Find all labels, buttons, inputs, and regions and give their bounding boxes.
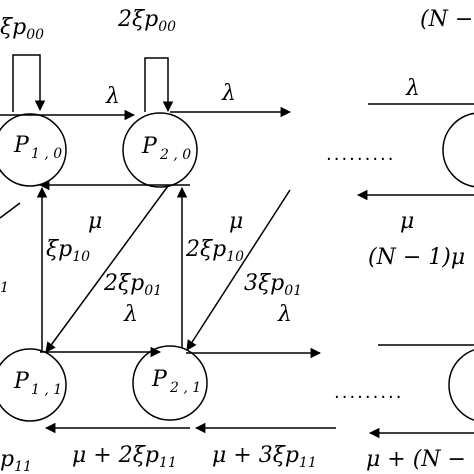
label-mu-right: μ (400, 209, 414, 234)
state-p10: P 1 , 0 (0, 113, 67, 187)
label-mu-plus-3xi-p11: μ + 3ξp11 (212, 443, 317, 471)
label-2xi-p01: 2ξp01 (103, 271, 162, 299)
label-3xi-p01: 3ξp01 (244, 271, 302, 299)
state-p11-sub: 1 , 1 (31, 382, 62, 398)
label-2xi-p00: 2ξp00 (117, 7, 176, 35)
label-lambda-top-1: λ (105, 84, 120, 109)
label-left-edge-partial: 1 (0, 280, 9, 296)
arrow-diagonal-p20-p11 (45, 185, 169, 353)
state-p11: P 1 , 1 (0, 348, 67, 422)
label-mu-mid-1: μ (88, 209, 102, 234)
ellipsis-bottom: ......... (334, 382, 404, 403)
state-p21-sub: 2 , 1 (169, 380, 201, 396)
state-p10-letter: P (13, 133, 30, 158)
state-p20: P 2 , 0 (122, 112, 198, 188)
state-p21: P 2 , 1 (132, 345, 208, 421)
state-p20-sub: 2 , 0 (159, 147, 191, 163)
label-lambda-top-right: λ (405, 76, 420, 101)
label-lambda-mid-1: λ (123, 302, 138, 327)
state-p21-letter: P (151, 367, 168, 392)
label-xi-p10: ξp10 (46, 237, 90, 265)
label-mu-plus-n-partial: μ + (N − (366, 447, 466, 472)
label-2xi-p10: 2ξp10 (185, 237, 244, 265)
self-loop-p20 (144, 57, 174, 113)
self-loop-p10 (12, 54, 46, 112)
state-partial-right-bottom (448, 349, 474, 421)
partial-left-diagonal (0, 202, 21, 219)
state-partial-right-top (442, 112, 474, 188)
state-p11-letter: P (13, 369, 30, 394)
label-bottom-left-partial: p11 (0, 447, 32, 474)
state-p20-letter: P (141, 134, 158, 159)
state-p10-sub: 1 , 0 (31, 146, 62, 162)
arrow-diagonal-right-p21 (186, 189, 291, 351)
label-mu-plus-2xi-p11: μ + 2ξp11 (72, 443, 177, 471)
label-lambda-top-2: λ (221, 81, 236, 106)
label-n-minus-1-mu: (N − 1)μ (368, 245, 465, 270)
label-n-minus-top: (N − (420, 7, 473, 32)
ellipsis-top: ......... (326, 144, 396, 165)
label-xi-p00: ξp00 (0, 15, 44, 43)
label-lambda-mid-2: λ (277, 302, 292, 327)
label-mu-mid-2: μ (229, 209, 243, 234)
